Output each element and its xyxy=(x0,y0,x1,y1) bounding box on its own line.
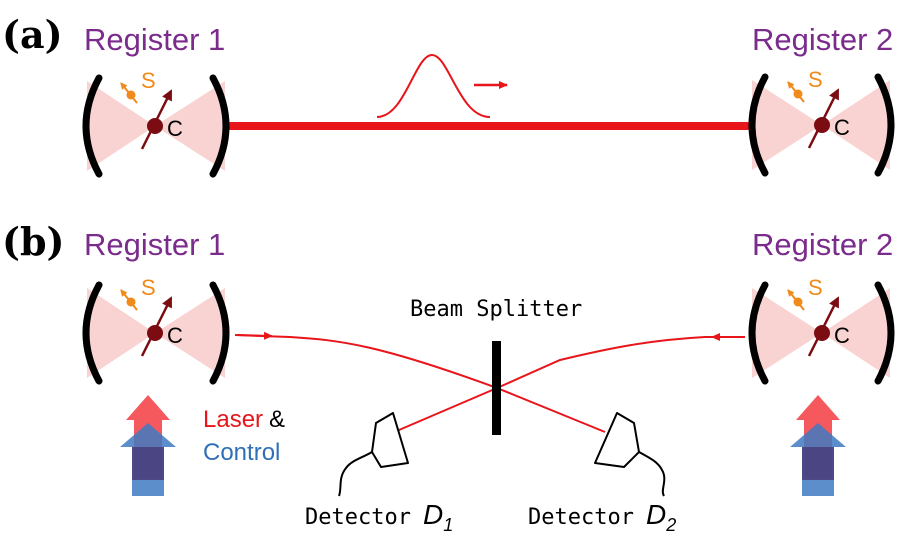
detector-2-subscript: 2 xyxy=(665,515,676,535)
pump-arrow-left xyxy=(120,395,176,496)
detector-cable xyxy=(338,451,373,497)
detector-1-label: Detector D1 xyxy=(305,499,453,535)
beam-splitter-icon xyxy=(492,341,501,435)
spin-s-dot xyxy=(793,89,803,99)
detector-1-subscript: 1 xyxy=(443,515,453,535)
spin-s-dot xyxy=(126,90,136,100)
path-register2-to-detector1 xyxy=(391,336,745,434)
control-word: Control xyxy=(203,439,280,466)
detector-2: Detector D2 xyxy=(528,412,676,535)
panel-a-label: (a) xyxy=(2,12,63,57)
panel-b-label: (b) xyxy=(2,219,65,264)
laser-control-label: Laser& xyxy=(203,406,285,433)
photodetector-icon xyxy=(371,412,409,468)
spin-c-label: C xyxy=(834,115,850,140)
cavity-mirror-icon xyxy=(874,73,895,177)
spin-c-label: C xyxy=(167,116,183,141)
spin-s-label: S xyxy=(808,275,823,300)
spin-s-label: S xyxy=(808,67,823,92)
spin-c-dot xyxy=(147,325,163,341)
cavity-mirror-icon xyxy=(82,281,103,385)
panel-b: (b) Register 1 Register 2 C S C xyxy=(2,219,895,535)
spin-c-dot xyxy=(814,325,830,341)
register-1-title: Register 1 xyxy=(84,22,225,57)
register-2-title: Register 2 xyxy=(752,22,893,57)
detector-2-word: Detector xyxy=(528,505,634,530)
spin-s-label: S xyxy=(141,68,156,93)
cavity-mirror-icon xyxy=(209,74,230,178)
spin-c-label: C xyxy=(167,323,183,348)
detector-1-symbol: D xyxy=(423,499,443,530)
detector-1: Detector D1 xyxy=(305,412,453,535)
photodetector-icon xyxy=(594,412,640,468)
spin-s-label: S xyxy=(141,275,156,300)
register-2-cavity: C S xyxy=(748,67,895,177)
panel-a: (a) Register 1 Register 2 C S xyxy=(2,12,895,178)
pump-arrow-right xyxy=(790,395,846,496)
spin-s-dot xyxy=(793,297,803,307)
register-2-title: Register 2 xyxy=(752,227,893,262)
beam-splitter-label: Beam Splitter xyxy=(410,297,582,322)
spin-s-dot xyxy=(126,297,136,307)
incoming-arrow-left-icon xyxy=(237,331,273,340)
register-1-cavity: C S xyxy=(82,275,230,385)
spin-c-label: C xyxy=(834,323,850,348)
ampersand: & xyxy=(269,406,285,433)
cavity-mirror-icon xyxy=(82,74,103,178)
cavity-mirror-icon xyxy=(748,281,769,385)
cavity-mirror-icon xyxy=(209,281,230,385)
cavity-mirror-icon xyxy=(874,281,895,385)
spin-c-dot xyxy=(147,118,163,134)
detector-2-label: Detector D2 xyxy=(528,499,676,535)
detector-cable xyxy=(638,451,666,497)
register-1-title: Register 1 xyxy=(84,227,225,262)
cavity-mirror-icon xyxy=(748,73,769,177)
laser-word: Laser xyxy=(203,406,263,433)
spin-c-dot xyxy=(814,117,830,133)
detector-2-symbol: D xyxy=(646,499,666,530)
detector-1-word: Detector xyxy=(305,505,411,530)
register-2-cavity: C S xyxy=(748,275,895,385)
path-register1-to-detector2 xyxy=(234,334,606,433)
register-1-cavity: C S xyxy=(82,68,230,178)
photon-wavepacket-icon xyxy=(376,53,491,118)
optical-paths xyxy=(234,334,745,434)
